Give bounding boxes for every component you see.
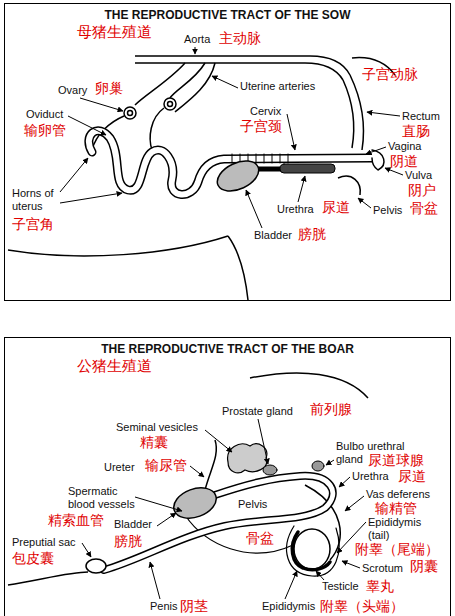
part-label: Vas deferens xyxy=(366,488,430,501)
part-label: Oviduct xyxy=(26,108,63,121)
part-label-chinese: 前列腺 xyxy=(310,401,352,417)
part-label-chinese: 包皮囊 xyxy=(12,550,54,566)
part-label-chinese: 输精管 xyxy=(375,500,417,516)
sow-tract xyxy=(8,56,395,300)
part-label: Prostate gland xyxy=(222,405,293,418)
part-label: Testicle xyxy=(322,580,359,593)
part-label-chinese: 输卵管 xyxy=(24,122,66,138)
part-label-chinese: 附睾（尾端） xyxy=(355,541,439,557)
panel-title-chinese: 母猪生殖道 xyxy=(77,23,152,42)
part-label-chinese: 直肠 xyxy=(402,123,430,139)
panel-title: THE REPRODUCTIVE TRACT OF THE SOW xyxy=(5,8,450,22)
part-label: Bladder xyxy=(254,229,292,242)
part-label: Scrotum xyxy=(362,562,403,575)
part-label: Pelvis xyxy=(373,204,402,217)
part-label-chinese: 尿道 xyxy=(398,468,426,484)
part-label: Uterine arteries xyxy=(240,80,315,93)
part-label: Urethra xyxy=(277,203,314,216)
part-label: Spermatic blood vessels xyxy=(68,485,140,510)
part-label: Seminal vesicles xyxy=(116,421,198,434)
part-label: Vulva xyxy=(405,169,432,182)
part-label-chinese: 阴道 xyxy=(390,153,418,169)
part-label: Vagina xyxy=(388,140,421,153)
part-label-chinese: 精索血管 xyxy=(48,512,104,528)
part-label: Epididymis xyxy=(262,600,315,613)
part-label: Penis xyxy=(150,600,178,613)
part-label-chinese: 子宫颈 xyxy=(240,118,282,134)
part-label-chinese: 附睾（头端） xyxy=(320,598,404,614)
part-label: Bladder xyxy=(114,518,152,531)
part-label-chinese: 骨盆 xyxy=(246,530,274,546)
part-label: Ovary xyxy=(58,84,87,97)
part-label: Horns of uterus xyxy=(12,187,58,212)
panel-title: THE REPRODUCTIVE TRACT OF THE BOAR xyxy=(5,342,450,356)
part-label-chinese: 睾丸 xyxy=(366,578,394,594)
part-label-chinese: 膀胱 xyxy=(114,533,142,549)
part-label: Urethra xyxy=(352,470,389,483)
part-label-chinese: 子宫动脉 xyxy=(362,66,418,82)
part-label-chinese: 尿道 xyxy=(322,199,350,215)
part-label: Ureter xyxy=(104,461,135,474)
boar-urethra xyxy=(86,444,339,576)
part-label-chinese: 卵巢 xyxy=(95,80,123,96)
part-label-chinese: 膀胱 xyxy=(298,226,326,242)
leader-lines xyxy=(60,47,403,228)
part-label-chinese: 阴茎 xyxy=(180,598,208,614)
part-label: Pelvis xyxy=(238,498,267,511)
uterus-tube xyxy=(89,131,384,197)
diagram-panel: THE REPRODUCTIVE TRACT OF THE SOW母猪生殖道 xyxy=(4,3,451,301)
part-label-chinese: 骨盆 xyxy=(410,200,438,216)
panel-title-chinese: 公猪生殖道 xyxy=(77,357,152,376)
part-label: Epididymis (tail) xyxy=(368,516,428,541)
part-label-chinese: 子宫角 xyxy=(12,216,54,232)
part-label-chinese: 输尿管 xyxy=(145,457,187,473)
part-label: Preputial sac xyxy=(12,536,76,549)
part-label-chinese: 尿道球腺 xyxy=(368,452,424,468)
part-label: Rectum xyxy=(402,110,440,123)
boar-tract xyxy=(8,373,368,585)
part-label: Cervix xyxy=(250,105,281,118)
part-label-chinese: 精囊 xyxy=(140,434,168,450)
part-label-chinese: 阴户 xyxy=(408,182,436,198)
part-label-chinese: 主动脉 xyxy=(219,30,261,46)
part-label: Aorta xyxy=(184,33,210,46)
part-label-chinese: 阴囊 xyxy=(410,558,438,574)
